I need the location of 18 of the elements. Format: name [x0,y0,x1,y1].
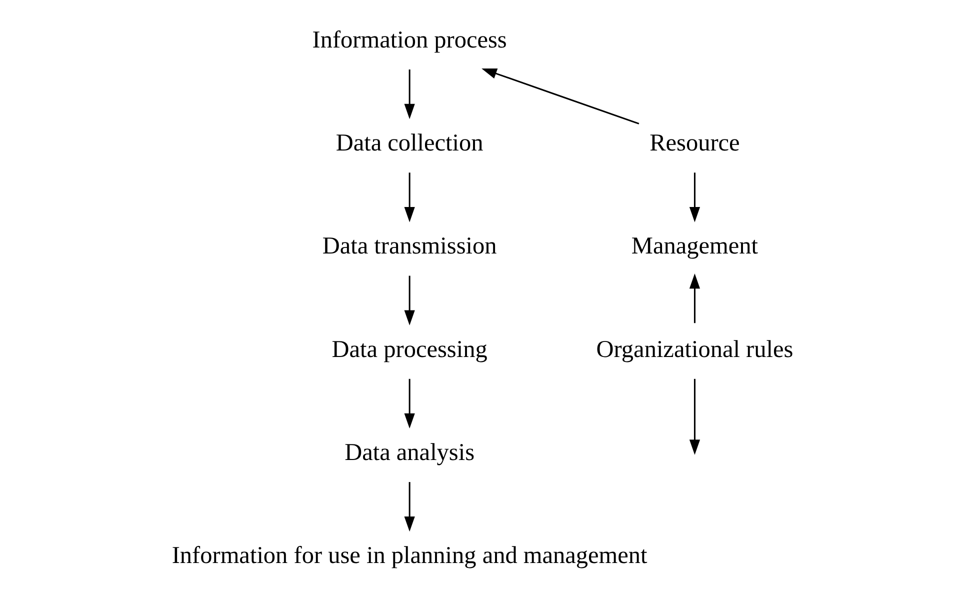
arrow [689,273,700,324]
node-text: Organizational rules [596,336,794,363]
node-text: Data collection [336,130,484,157]
arrow [404,276,415,326]
node-text: Resource [650,130,740,157]
node-text: Management [631,232,758,260]
node-text: Data transmission [322,232,497,260]
arrow [689,172,700,222]
arrow [689,378,700,455]
node-text: Information for use in planning and management [172,542,648,570]
node-text: Data analysis [344,438,475,466]
node-text: Data processing [332,336,488,363]
arrow [482,68,640,124]
arrow [404,172,415,222]
arrow [404,69,415,120]
arrow [404,378,415,429]
arrow [404,482,415,532]
node-text: Information process [312,26,507,54]
